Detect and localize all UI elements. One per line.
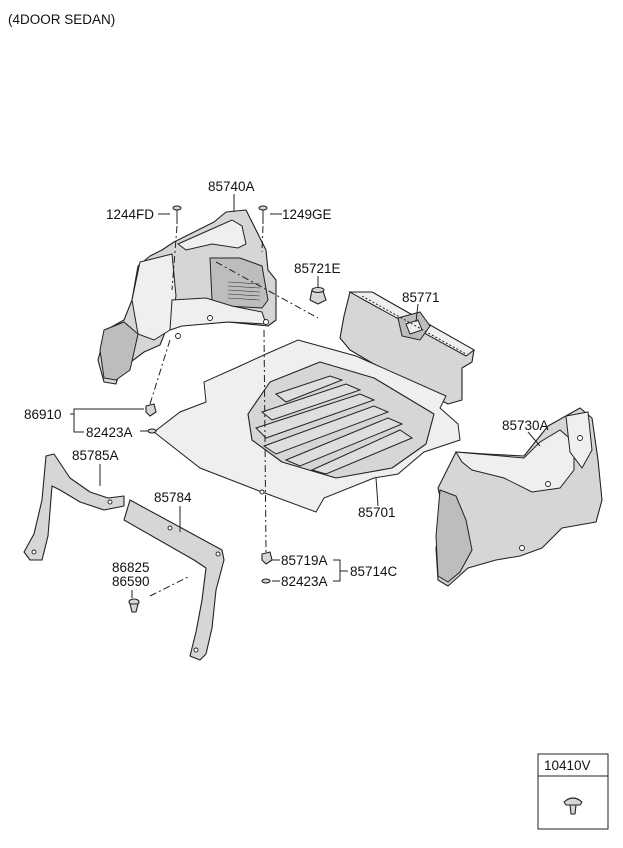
label-1249GE: 1249GE <box>282 207 332 222</box>
label-85701: 85701 <box>358 505 396 520</box>
part-85730A-right-side-trim[interactable] <box>435 407 603 587</box>
legend-code: 10410V <box>544 758 591 773</box>
part-85740A-left-side-trim[interactable] <box>97 209 277 385</box>
legend-box-10410V: 10410V <box>537 753 609 830</box>
clip-85719A-icon <box>261 551 273 565</box>
label-85785A: 85785A <box>72 448 119 463</box>
assembly-dash-lines <box>149 225 319 597</box>
clip-85721E-icon <box>309 286 327 305</box>
washer-82423A-top-icon <box>147 428 157 434</box>
part-85785A-left-garnish[interactable] <box>23 453 125 561</box>
label-85721E: 85721E <box>294 261 341 276</box>
variant-heading: (4DOOR SEDAN) <box>8 12 115 27</box>
label-86910: 86910 <box>24 407 62 422</box>
label-1244FD: 1244FD <box>106 207 154 222</box>
clip-10410V-icon <box>563 797 583 815</box>
bolt-1244FD-icon <box>172 205 182 224</box>
leader-lines <box>70 194 541 598</box>
label-86825: 86825 <box>112 560 150 575</box>
part-85771-rear-transverse-trim[interactable] <box>339 291 475 405</box>
label-82423A-top: 82423A <box>86 425 133 440</box>
label-86590: 86590 <box>112 574 150 589</box>
clip-86825-86590-icon <box>128 598 140 613</box>
part-85701-trunk-floor-mat[interactable] <box>153 339 461 513</box>
part-85784-right-garnish[interactable] <box>123 499 225 661</box>
washer-82423A-bottom-icon <box>261 578 271 584</box>
label-82423A-bottom: 82423A <box>281 574 328 589</box>
clip-86910-icon <box>145 403 157 417</box>
bolt-1249GE-icon <box>258 205 268 224</box>
label-85730A: 85730A <box>502 418 549 433</box>
label-85719A: 85719A <box>281 553 328 568</box>
label-85714C: 85714C <box>350 564 398 579</box>
label-85784: 85784 <box>154 490 192 505</box>
label-85771: 85771 <box>402 290 440 305</box>
label-85740A: 85740A <box>208 179 255 194</box>
